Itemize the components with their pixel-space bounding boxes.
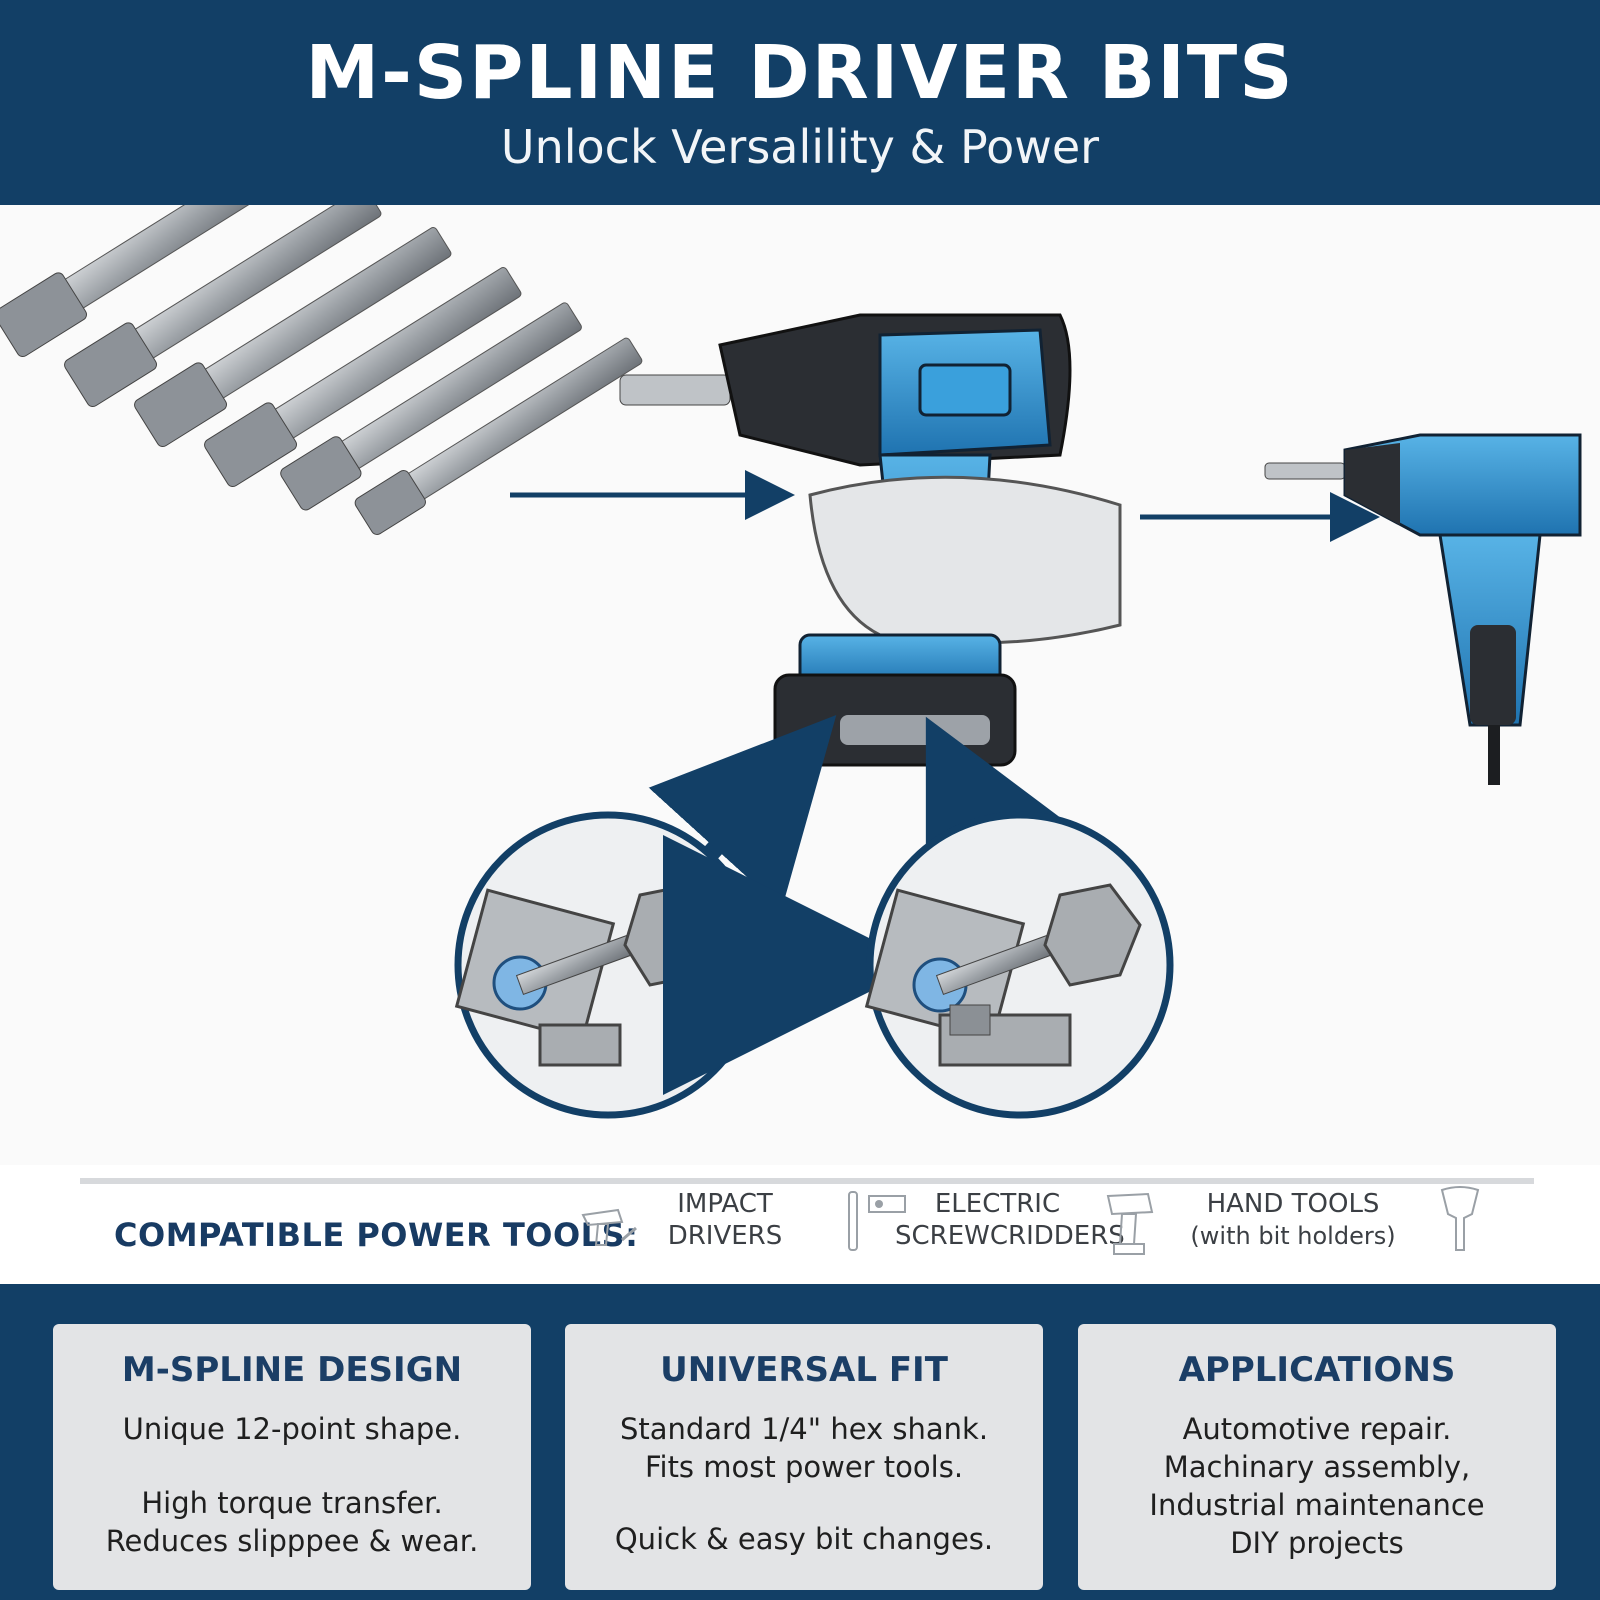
card-line: Automotive repair.	[1182, 1412, 1452, 1446]
hero-svg	[0, 137, 1582, 1119]
card-m-spline-design: M-SPLINE DESIGN Unique 12-point shape. H…	[53, 1324, 531, 1590]
electric-screwdriver-image	[1264, 433, 1582, 785]
card-title: M-SPLINE DESIGN	[121, 1350, 463, 1390]
card-line: DIY projects	[1230, 1526, 1404, 1560]
compatible-tools-row: COMPATIBLE POWER TOOLS: IMPACT DRIVERS E…	[0, 1186, 1600, 1280]
impact-driver-image	[619, 313, 1122, 767]
page-subtitle: Unlock Versalility & Power	[500, 120, 1100, 174]
bit-set-image	[0, 137, 643, 535]
impact-drivers-line2: DRIVERS	[667, 1221, 783, 1251]
hand-tools-line2: (with bit holders)	[1190, 1222, 1396, 1250]
card-applications: APPLICATIONS Automotive repair. Machinar…	[1078, 1324, 1556, 1590]
drill-icon	[1106, 1192, 1154, 1255]
card-line: Quick & easy bit changes.	[614, 1522, 994, 1556]
hero-illustration	[0, 137, 1600, 1165]
card-line: Industrial maintenance	[1149, 1488, 1485, 1522]
card-line: Unique 12-point shape.	[122, 1412, 462, 1446]
card-line: Standard 1/4" hex shank.	[619, 1412, 989, 1446]
feature-cards-section: M-SPLINE DESIGN Unique 12-point shape. H…	[0, 1284, 1600, 1600]
arrow-up-left	[648, 715, 837, 909]
card-line: Fits most power tools.	[644, 1450, 964, 1484]
impact-drivers-label: IMPACT DRIVERS	[660, 1188, 790, 1252]
screwdriver-icon	[848, 1191, 906, 1251]
card-line: High torque transfer.	[141, 1486, 443, 1520]
hand-tools-label: HAND TOOLS (with bit holders)	[1178, 1188, 1408, 1252]
card-title: UNIVERSAL FIT	[660, 1350, 948, 1390]
card-universal-fit: UNIVERSAL FIT Standard 1/4" hex shank. F…	[565, 1324, 1043, 1590]
electric-screwdrivers-label: ELECTRIC SCREWCRIDDERS	[895, 1188, 1125, 1252]
bit-holder-icon	[1440, 1186, 1480, 1251]
card-line: Machinary assembly,	[1163, 1450, 1471, 1484]
bit-insert-detail-left	[454, 811, 762, 1119]
compatible-tools-label: COMPATIBLE POWER TOOLS:	[114, 1216, 639, 1254]
hand-tools-line1: HAND TOOLS	[1206, 1189, 1380, 1219]
bit-insert-detail-right	[864, 811, 1174, 1119]
card-line: Reduces slipppee & wear.	[105, 1524, 479, 1558]
impact-drivers-line1: IMPACT	[677, 1189, 773, 1219]
section-divider	[80, 1178, 1534, 1184]
electric-screwdrivers-line2: SCREWCRIDDERS	[895, 1221, 1125, 1251]
header-banner: M-SPLINE DRIVER BITS Unlock Versalility …	[0, 0, 1600, 205]
page-title: M-SPLINE DRIVER BITS	[305, 30, 1295, 116]
electric-screwdrivers-line1: ELECTRIC	[934, 1189, 1061, 1219]
impact-driver-icon	[581, 1208, 637, 1246]
card-title: APPLICATIONS	[1178, 1350, 1456, 1390]
